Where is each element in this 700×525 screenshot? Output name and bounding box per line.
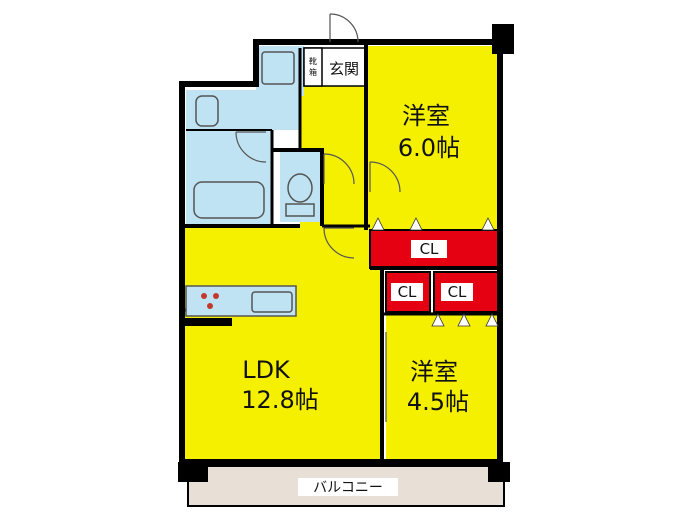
shoe-box-label-line1: 靴 bbox=[309, 56, 317, 66]
pillar-bottom-right bbox=[488, 462, 510, 482]
sink-icon bbox=[195, 95, 219, 127]
laundry-area bbox=[186, 130, 272, 172]
toilet-tank-icon bbox=[285, 203, 315, 217]
bedroom1-size: 6.0帖 bbox=[398, 134, 460, 162]
washing-machine-icon bbox=[261, 51, 295, 85]
shoe-box bbox=[303, 47, 323, 87]
balcony-label-bg bbox=[298, 478, 398, 496]
bedroom2-room bbox=[386, 312, 500, 462]
toilet-icon bbox=[287, 173, 313, 203]
walls bbox=[179, 39, 503, 465]
bedroom1-room bbox=[366, 46, 500, 232]
stove-burner-icon bbox=[201, 293, 207, 299]
closet-left-label: CL bbox=[398, 283, 417, 301]
entrance-label: 玄関 bbox=[329, 60, 359, 78]
pillar-bottom-left bbox=[178, 462, 208, 482]
bedroom2-name: 洋室 bbox=[410, 358, 458, 386]
closet-label-bg-right bbox=[441, 283, 473, 301]
closet-label-bg-left bbox=[391, 283, 423, 301]
ldk-size: 12.8帖 bbox=[241, 386, 318, 414]
bathtub-icon bbox=[193, 181, 265, 219]
stove-burner-icon bbox=[207, 303, 213, 309]
door-swings bbox=[235, 13, 401, 422]
closet-right-label: CL bbox=[448, 283, 467, 301]
closet-label-bg-top bbox=[411, 240, 447, 258]
bedroom1-name: 洋室 bbox=[402, 102, 450, 130]
bedroom2-size: 4.5帖 bbox=[407, 388, 469, 416]
closet-door-markers bbox=[371, 217, 499, 327]
shoe-box-label-line2: 箱 bbox=[309, 67, 317, 77]
balcony-label: バルコニー bbox=[313, 480, 383, 496]
stove-burner-icon bbox=[213, 293, 219, 299]
pillar-mid-left bbox=[182, 318, 232, 326]
pillar-top-right bbox=[492, 24, 514, 54]
ldk-name: LDK bbox=[242, 356, 291, 384]
closet-top-label: CL bbox=[420, 240, 439, 258]
kitchen-sink-icon bbox=[251, 291, 293, 313]
